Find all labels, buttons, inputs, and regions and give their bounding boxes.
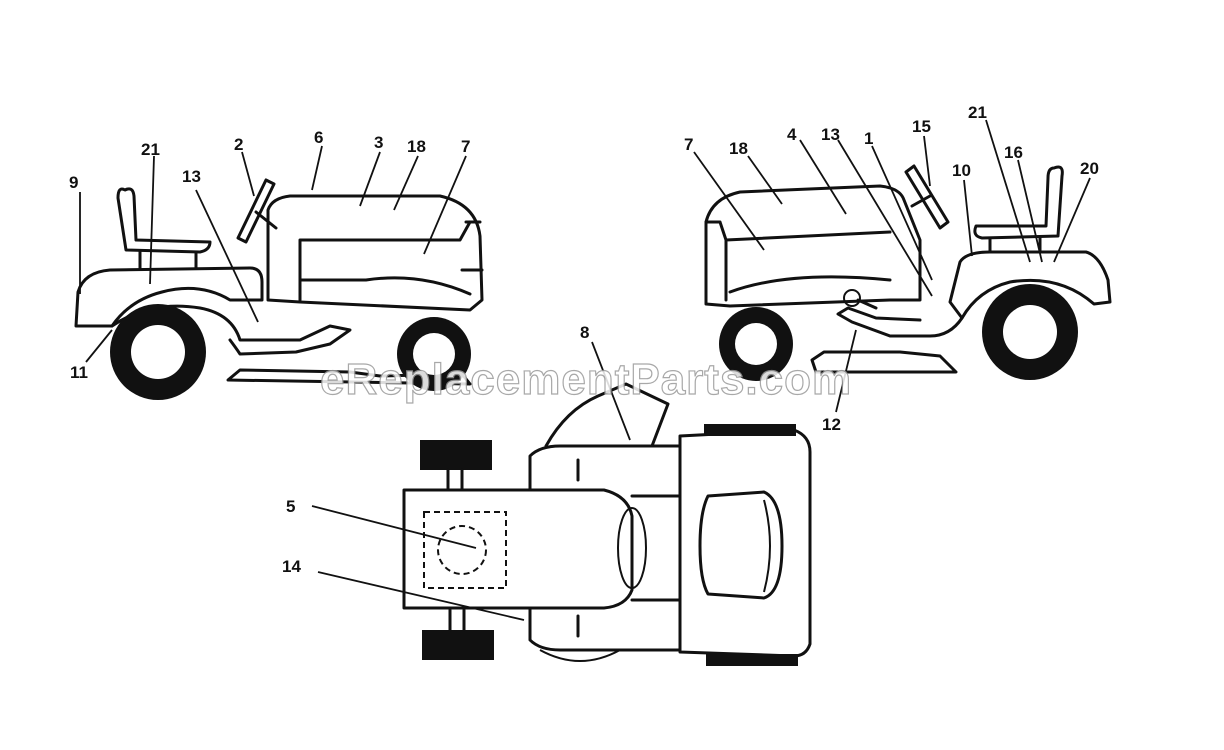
- callout-18: 18: [729, 139, 748, 158]
- left-tractor-view: 9 21 13 2 6 3 18 7 11: [69, 128, 484, 400]
- callout-7: 7: [461, 137, 470, 156]
- left-seat: [116, 187, 212, 254]
- callout-18: 18: [407, 137, 426, 156]
- top-front-tire-lower: [422, 630, 494, 660]
- callout-4: 4: [787, 125, 797, 144]
- callout-7: 7: [684, 135, 693, 154]
- top-front-tire-upper: [420, 440, 492, 470]
- callout-20: 20: [1080, 159, 1099, 178]
- callout-21: 21: [141, 140, 160, 159]
- callout-2: 2: [234, 135, 243, 154]
- right-rear-fender: [948, 250, 1112, 320]
- left-rear-fender: [74, 266, 264, 328]
- callout-13: 13: [182, 167, 201, 186]
- callout-8: 8: [580, 323, 589, 342]
- callout-9: 9: [69, 173, 78, 192]
- callout-6: 6: [314, 128, 323, 147]
- callout-12: 12: [822, 415, 841, 434]
- right-mower-deck: [810, 350, 958, 374]
- left-hood: [266, 194, 484, 312]
- top-seat: [698, 490, 784, 600]
- right-steering-wheel: [904, 164, 950, 230]
- right-hood: [704, 184, 922, 308]
- left-mower-deck: [226, 368, 472, 386]
- right-seat: [973, 165, 1064, 240]
- callout-14: 14: [282, 557, 301, 576]
- right-tractor-view: 7 18 4 13 1 15 21 16 20 10 12: [684, 103, 1112, 434]
- top-tractor-view: 8 5 14: [282, 323, 812, 666]
- watermark-text: eReplacementParts.com: [320, 355, 852, 404]
- callout-21: 21: [968, 103, 987, 122]
- callout-1: 1: [864, 129, 873, 148]
- left-steering-wheel: [236, 178, 278, 244]
- callout-16: 16: [1004, 143, 1023, 162]
- callout-13: 13: [821, 125, 840, 144]
- callout-15: 15: [912, 117, 931, 136]
- callout-3: 3: [374, 133, 383, 152]
- top-discharge-chute: [544, 382, 670, 448]
- callout-5: 5: [286, 497, 295, 516]
- top-hood: [402, 488, 634, 610]
- callout-11: 11: [70, 363, 88, 382]
- callout-10: 10: [952, 161, 971, 180]
